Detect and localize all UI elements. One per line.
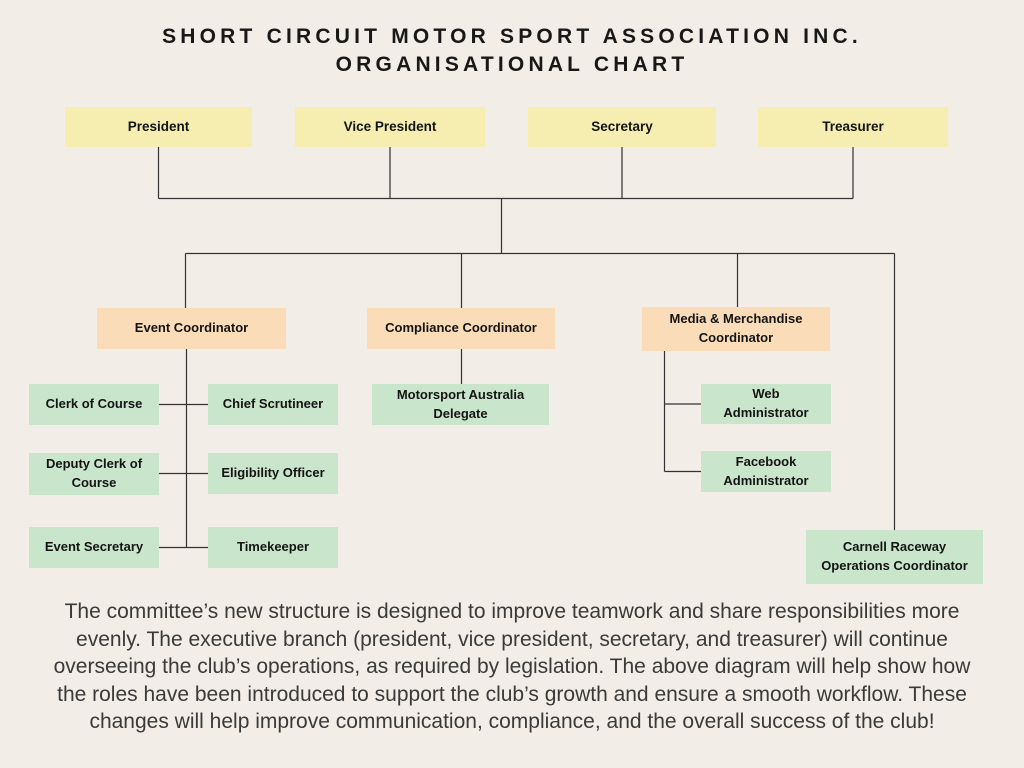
org-node-clerk-of-course: Clerk of Course xyxy=(29,384,159,425)
org-node-event-coordinator: Event Coordinator xyxy=(97,308,286,349)
description-line: the roles have been introduced to suppor… xyxy=(57,682,967,706)
description-line: overseeing the club’s operations, as req… xyxy=(53,655,971,678)
org-node-eligibility-officer: Eligibility Officer xyxy=(208,453,338,494)
description-line: evenly. The executive branch (president,… xyxy=(76,627,948,651)
description-line: The committee’s new structure is designe… xyxy=(64,600,960,623)
org-node-secretary: Secretary xyxy=(528,107,716,147)
org-node-vice-president: Vice President xyxy=(295,107,485,147)
org-node-motorsport-australia-delegate: Motorsport Australia Delegate xyxy=(372,384,549,425)
org-node-facebook-administrator: Facebook Administrator xyxy=(701,451,831,492)
org-node-deputy-clerk-of-course: Deputy Clerk of Course xyxy=(29,453,159,495)
org-node-web-administrator: Web Administrator xyxy=(701,384,831,424)
page-title-line1: SHORT CIRCUIT MOTOR SPORT ASSOCIATION IN… xyxy=(162,25,862,48)
org-node-media-merchandise-coordinator: Media & Merchandise Coordinator xyxy=(642,307,830,351)
page-title-line2: ORGANISATIONAL CHART xyxy=(335,53,689,76)
description-paragraph: The committee’s new structure is designe… xyxy=(0,598,1024,736)
org-node-compliance-coordinator: Compliance Coordinator xyxy=(367,308,555,349)
org-node-chief-scrutineer: Chief Scrutineer xyxy=(208,384,338,425)
page-title: SHORT CIRCUIT MOTOR SPORT ASSOCIATION IN… xyxy=(0,23,1024,79)
org-node-carnell-raceway-operations-coordinator: Carnell Raceway Operations Coordinator xyxy=(806,530,983,584)
org-node-event-secretary: Event Secretary xyxy=(29,527,159,568)
org-node-president: President xyxy=(65,107,252,147)
org-node-timekeeper: Timekeeper xyxy=(208,527,338,568)
org-node-treasurer: Treasurer xyxy=(758,107,948,147)
description-line: changes will help improve communication,… xyxy=(89,710,935,733)
